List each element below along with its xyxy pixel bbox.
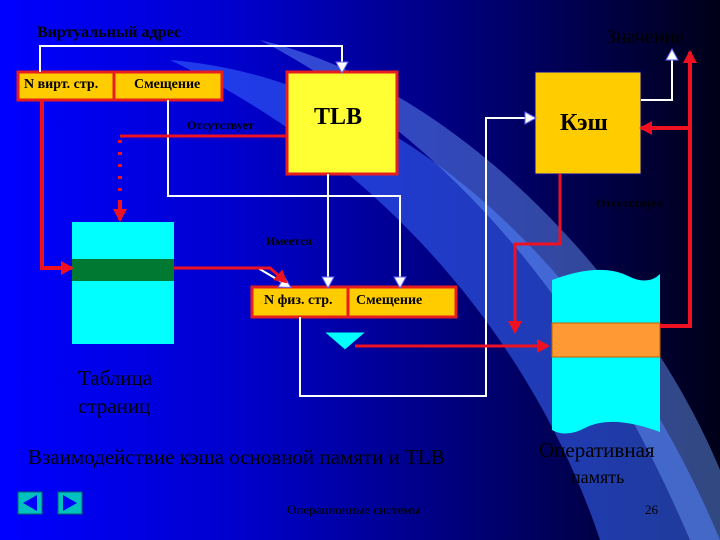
slide-title: Взаимодействие кэша основной памяти и TL… xyxy=(28,445,445,469)
tlb-hit-label: Имеется xyxy=(266,234,313,248)
vpn-to-page-table-arrow xyxy=(40,100,74,275)
page-table xyxy=(72,222,174,344)
down-arrow-icon xyxy=(322,331,368,351)
prev-slide-button[interactable] xyxy=(17,491,43,515)
physical-offset-field xyxy=(346,285,458,319)
memory-entry xyxy=(551,322,661,358)
physical-page-field xyxy=(250,285,350,319)
right-triangle-icon xyxy=(63,495,77,511)
page-table-caption-line2: страниц xyxy=(78,394,151,418)
cache-block xyxy=(534,71,642,175)
memory-to-cache-arrow xyxy=(639,121,692,328)
tlb-label: TLB xyxy=(314,104,363,130)
physical-to-cache-line xyxy=(299,111,538,397)
physical-offset-label: Смещение xyxy=(356,293,423,308)
page-table-caption-line1: Таблица xyxy=(78,366,153,390)
page-table-entry xyxy=(72,259,174,281)
tlb-miss-label: Отсутствует xyxy=(187,118,254,132)
memory-caption-line2: память xyxy=(571,467,625,487)
background-sweep-light xyxy=(260,40,720,540)
virtual-page-label: N вирт. стр. xyxy=(24,77,99,92)
page-entry-to-physical-arrow xyxy=(174,266,288,284)
memory-caption-line1: Оперативная xyxy=(539,438,655,462)
cache-to-value-line xyxy=(641,47,679,101)
tlb-block xyxy=(285,70,399,176)
page-number: 26 xyxy=(645,502,658,517)
cache-label: Кэш xyxy=(560,110,608,136)
value-label: Значение xyxy=(606,26,685,48)
virtual-page-field xyxy=(16,70,116,102)
virtual-address-title: Виртуальный адрес xyxy=(37,24,181,41)
virtual-offset-label: Смещение xyxy=(134,77,201,92)
next-slide-button[interactable] xyxy=(57,491,83,515)
offset-to-physical-line xyxy=(167,100,407,290)
footer-text: Операционные системы xyxy=(287,502,421,517)
left-triangle-icon xyxy=(23,495,37,511)
cache-miss-arrow xyxy=(508,174,562,334)
cache-miss-label: Отсутствует xyxy=(596,196,663,210)
va-to-tlb-line xyxy=(39,45,349,75)
physical-page-label: N физ. стр. xyxy=(264,293,333,308)
